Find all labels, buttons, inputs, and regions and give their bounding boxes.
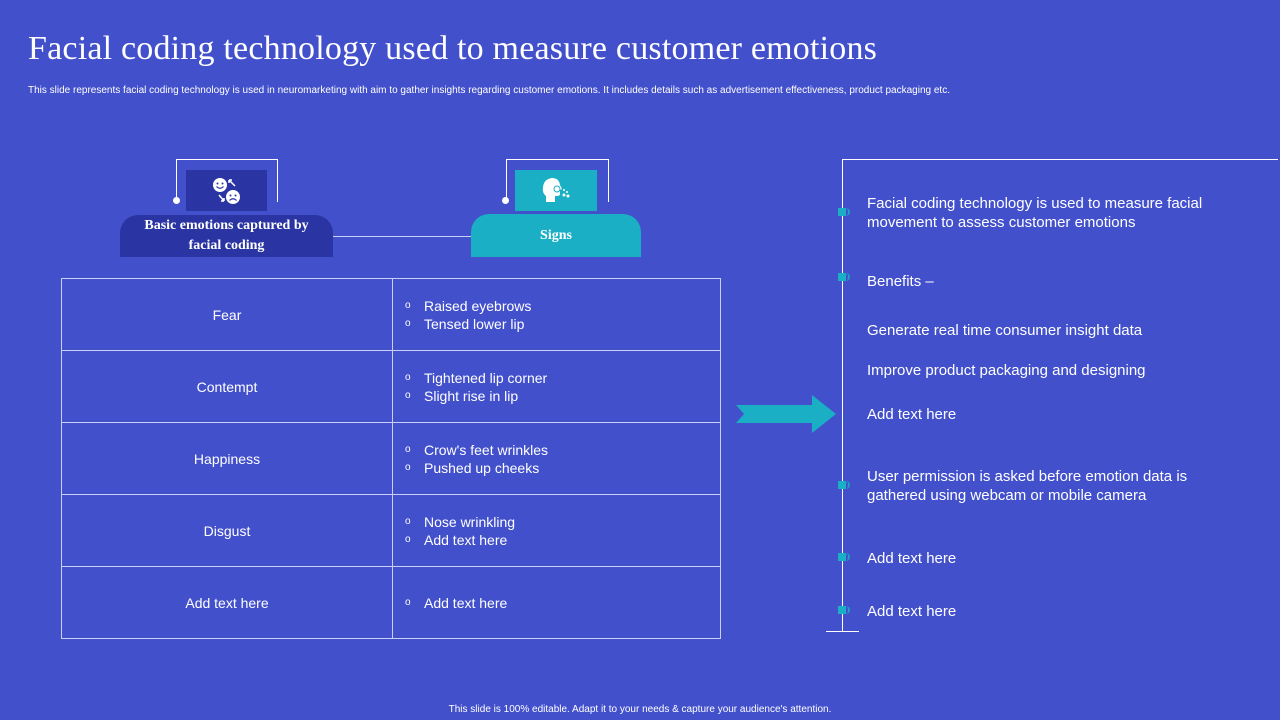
sign-item: o Tensed lower lip <box>405 315 719 333</box>
signs-bracket-line <box>506 159 609 202</box>
timeline-item-text: Add text here <box>867 603 957 620</box>
timeline-marker-arc-icon <box>843 208 850 216</box>
emotions-header: Basic emotions captured by facial coding <box>120 215 333 257</box>
sign-item: o Add text here <box>405 594 719 612</box>
timeline-item-text: Generate real time consumer insight data <box>867 322 1143 339</box>
timeline-item-text: Add text here <box>867 406 957 423</box>
table-row: Add text here o Add text here <box>61 566 721 639</box>
sign-item: o Pushed up cheeks <box>405 459 719 477</box>
timeline-marker-icon <box>838 208 846 216</box>
sign-text: Nose wrinkling <box>424 513 516 530</box>
sign-text: Tensed lower lip <box>424 315 525 332</box>
sign-text: Pushed up cheeks <box>424 459 540 476</box>
sign-item: o Slight rise in lip <box>405 387 719 405</box>
timeline-marker-icon <box>838 273 846 281</box>
signs-icon-box <box>515 170 597 211</box>
sign-text: Tightened lip corner <box>424 369 548 386</box>
emotion-cell: Disgust <box>61 494 393 567</box>
timeline-item-text: Add text here <box>867 550 957 567</box>
arrow-right-icon <box>736 395 836 433</box>
circle-bullet-icon: o <box>405 317 411 329</box>
sign-text: Add text here <box>424 594 508 611</box>
circle-bullet-icon: o <box>405 371 411 383</box>
header-connector-line <box>333 236 472 237</box>
signs-cell: o Add text here <box>392 566 721 639</box>
slide-subtitle: This slide represents facial coding tech… <box>28 85 950 96</box>
circle-bullet-icon: o <box>405 389 411 401</box>
circle-bullet-icon: o <box>405 533 411 545</box>
timeline-item-text: User permission is asked before emotion … <box>867 468 1188 504</box>
timeline-marker-arc-icon <box>843 553 850 561</box>
timeline-vertical-line <box>842 160 843 632</box>
timeline-marker-arc-icon <box>843 273 850 281</box>
timeline-item-text: Improve product packaging and designing <box>867 362 1146 379</box>
circle-bullet-icon: o <box>405 443 411 455</box>
circle-bullet-icon: o <box>405 299 411 311</box>
emotion-cell: Add text here <box>61 566 393 639</box>
emotions-header-label: Basic emotions captured by facial coding <box>144 218 309 253</box>
emotions-icon-box <box>186 170 267 211</box>
timeline-item-text: Benefits – <box>867 273 934 290</box>
emotion-cell: Happiness <box>61 422 393 495</box>
circle-bullet-icon: o <box>405 515 411 527</box>
timeline-marker-arc-icon <box>843 481 850 489</box>
signs-header: Signs <box>471 214 641 257</box>
signs-connector-dot <box>502 197 509 204</box>
emotion-cell: Fear <box>61 278 393 351</box>
sign-text: Raised eyebrows <box>424 297 532 314</box>
sign-item: o Tightened lip corner <box>405 369 719 387</box>
timeline-marker-icon <box>838 606 846 614</box>
circle-bullet-icon: o <box>405 596 411 608</box>
sign-text: Slight rise in lip <box>424 387 519 404</box>
emotion-cell: Contempt <box>61 350 393 423</box>
timeline-marker-arc-icon <box>843 606 850 614</box>
slide-title: Facial coding technology used to measure… <box>28 30 878 67</box>
slide-footer: This slide is 100% editable. Adapt it to… <box>448 704 832 715</box>
sign-item: o Nose wrinkling <box>405 513 719 531</box>
sign-text: Crow's feet wrinkles <box>424 441 549 458</box>
emotions-faces-icon <box>212 177 240 204</box>
sign-item: o Crow's feet wrinkles <box>405 441 719 459</box>
timeline-marker-icon <box>838 553 846 561</box>
face-profile-icon <box>542 177 570 202</box>
timeline-base-line <box>826 631 859 632</box>
signs-header-label: Signs <box>540 227 572 243</box>
sign-item: o Raised eyebrows <box>405 297 719 315</box>
timeline-item-text: Facial coding technology is used to meas… <box>867 195 1203 231</box>
sign-text: Add text here <box>424 531 508 548</box>
sign-item: o Add text here <box>405 531 719 549</box>
timeline-top-line <box>842 159 1278 160</box>
emotions-connector-dot <box>173 197 180 204</box>
emotions-bracket-line <box>176 159 278 202</box>
circle-bullet-icon: o <box>405 461 411 473</box>
timeline-marker-icon <box>838 481 846 489</box>
